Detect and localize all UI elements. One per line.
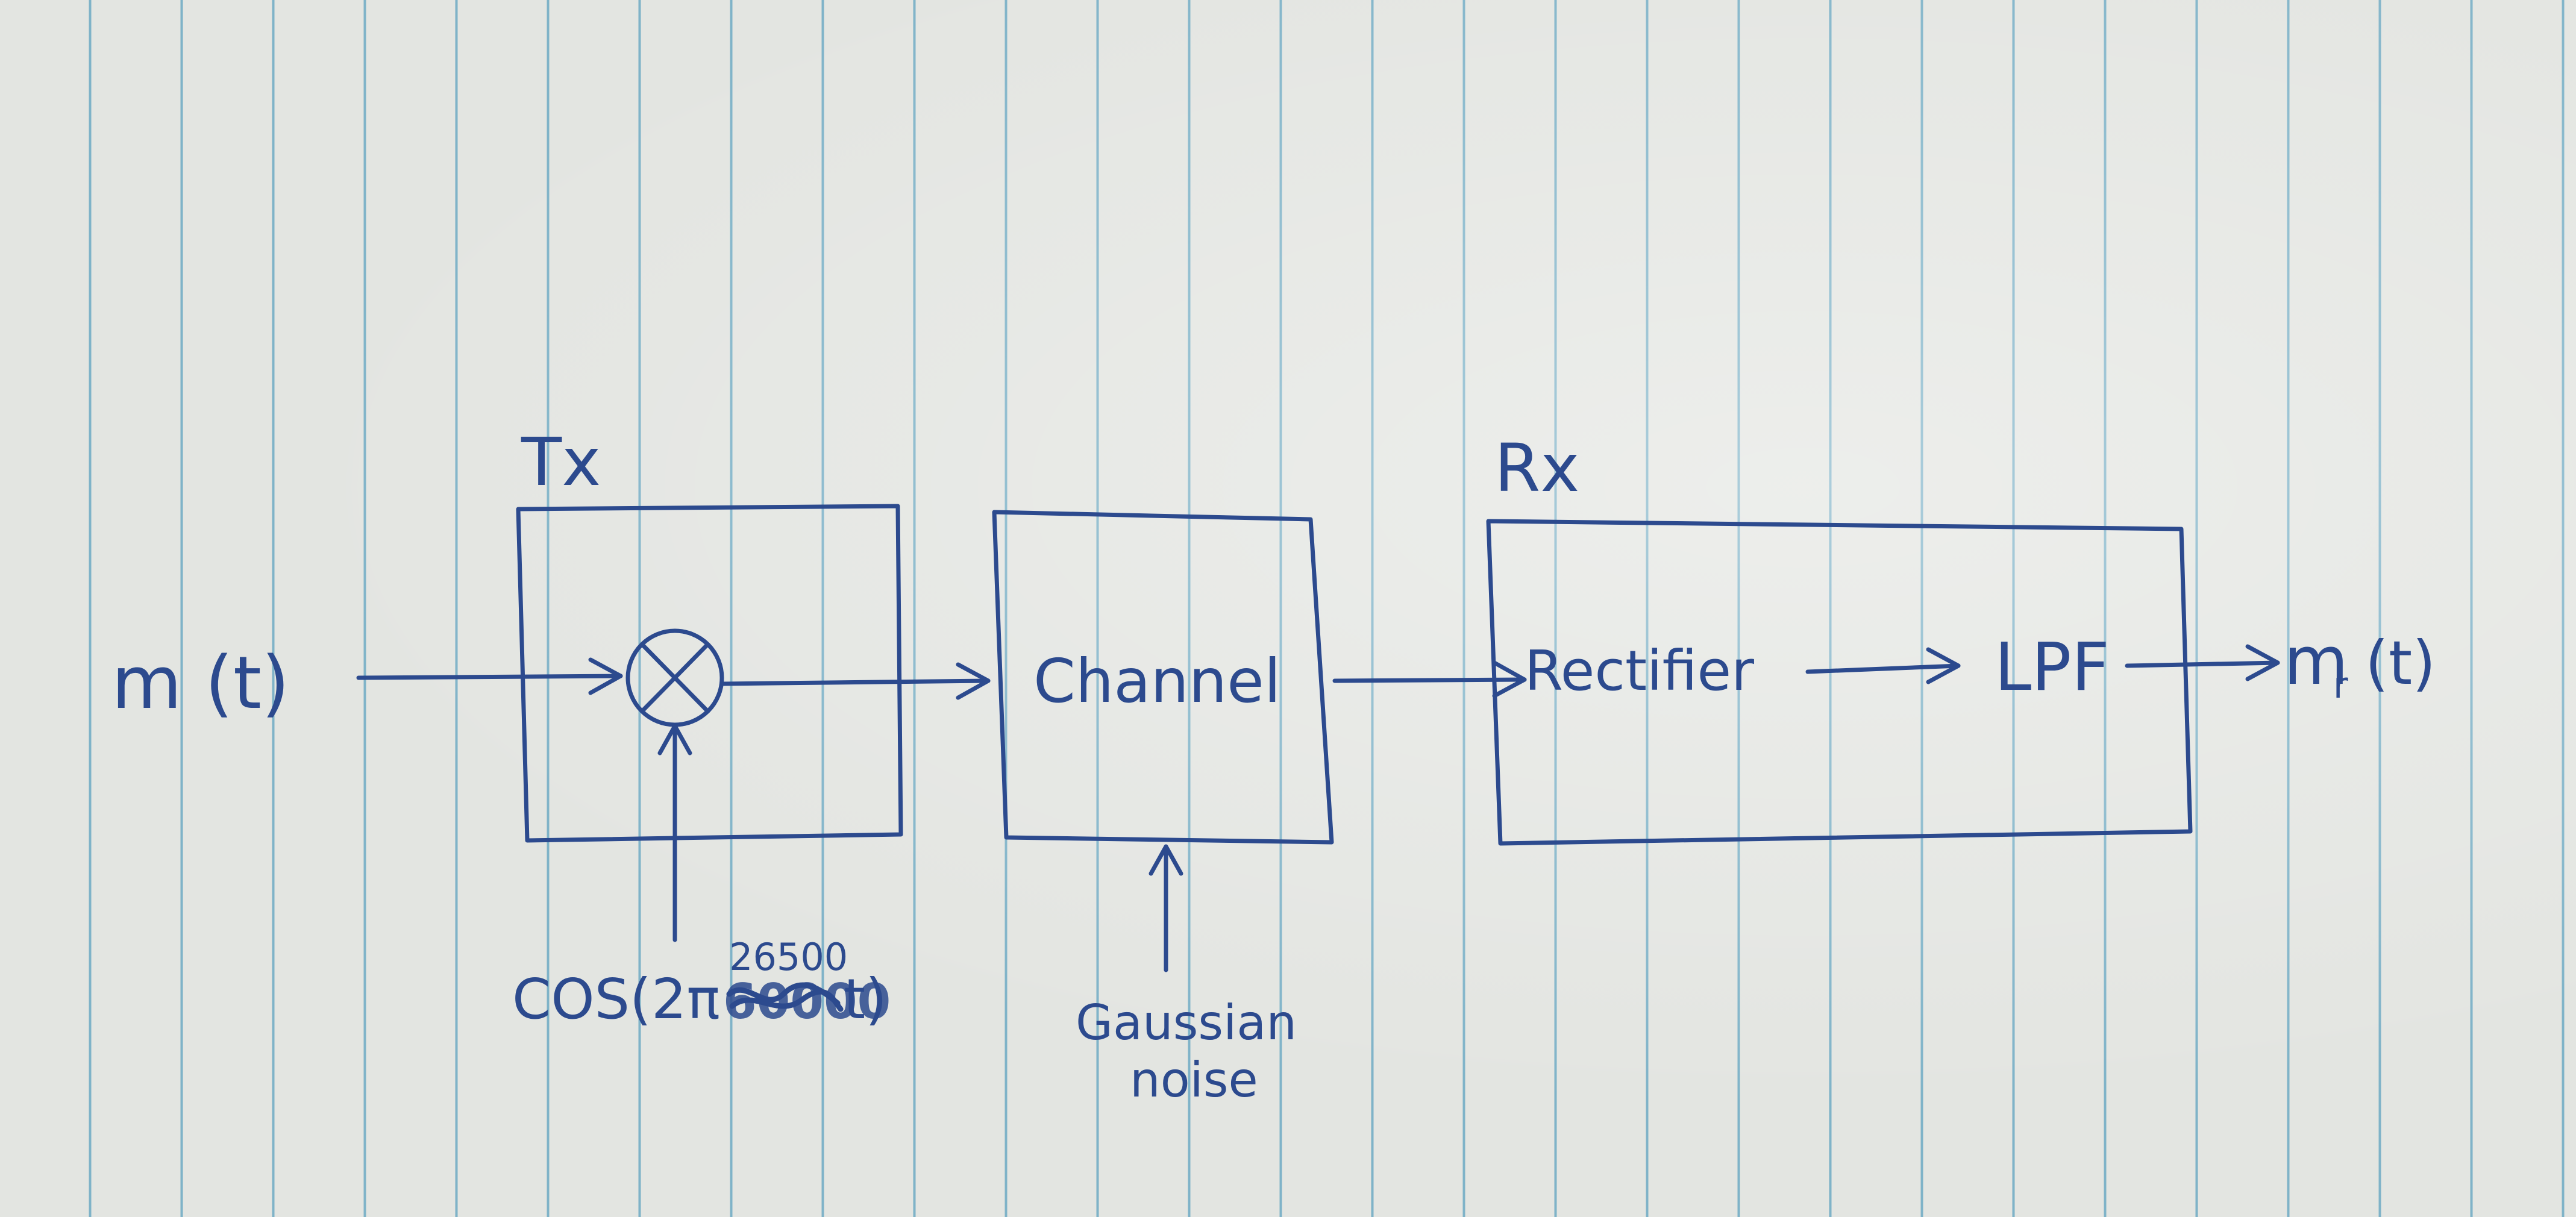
output-signal-main: m <box>2284 622 2348 699</box>
output-signal-argument: (t) <box>2365 628 2436 698</box>
channel-block: Channel <box>992 510 1334 845</box>
channel-box <box>992 510 1334 845</box>
rx-box <box>1486 519 2193 846</box>
tx-title: Tx <box>521 424 601 501</box>
output-signal-label: m r (t) <box>2284 622 2436 707</box>
carrier-tail-text: t) <box>844 967 887 1031</box>
rx-title: Rx <box>1494 430 1580 507</box>
channel-label: Channel <box>1033 646 1281 716</box>
noise-label-line2: noise <box>1130 1052 1258 1108</box>
output-signal-subscript: r <box>2333 665 2348 707</box>
tx-box <box>516 504 903 843</box>
carrier-arrow <box>657 724 692 942</box>
noise-arrow <box>1149 844 1183 972</box>
scribble-overwrite <box>726 982 844 1012</box>
mixer-multiplier <box>625 628 724 727</box>
rx-block: Rx Rectifier LPF <box>1486 430 2193 846</box>
tx-block: Tx <box>516 424 903 843</box>
noise-label-line1: Gaussian <box>1076 995 1297 1051</box>
lpf-label: LPF <box>1995 628 2110 705</box>
carrier-frequency-text: 26500 <box>729 935 848 979</box>
input-signal-label: m (t) <box>111 642 290 725</box>
tx-to-channel-arrow <box>719 662 991 700</box>
rectifier-to-lpf-arrow <box>1805 647 1961 684</box>
carrier-main-text: COS(2π <box>512 967 720 1031</box>
input-arrow <box>356 657 623 695</box>
rectifier-label: Rectifier <box>1525 639 1754 703</box>
carrier-label: COS(2π 26500 60000 t) <box>512 935 891 1031</box>
output-arrow <box>2125 644 2280 681</box>
